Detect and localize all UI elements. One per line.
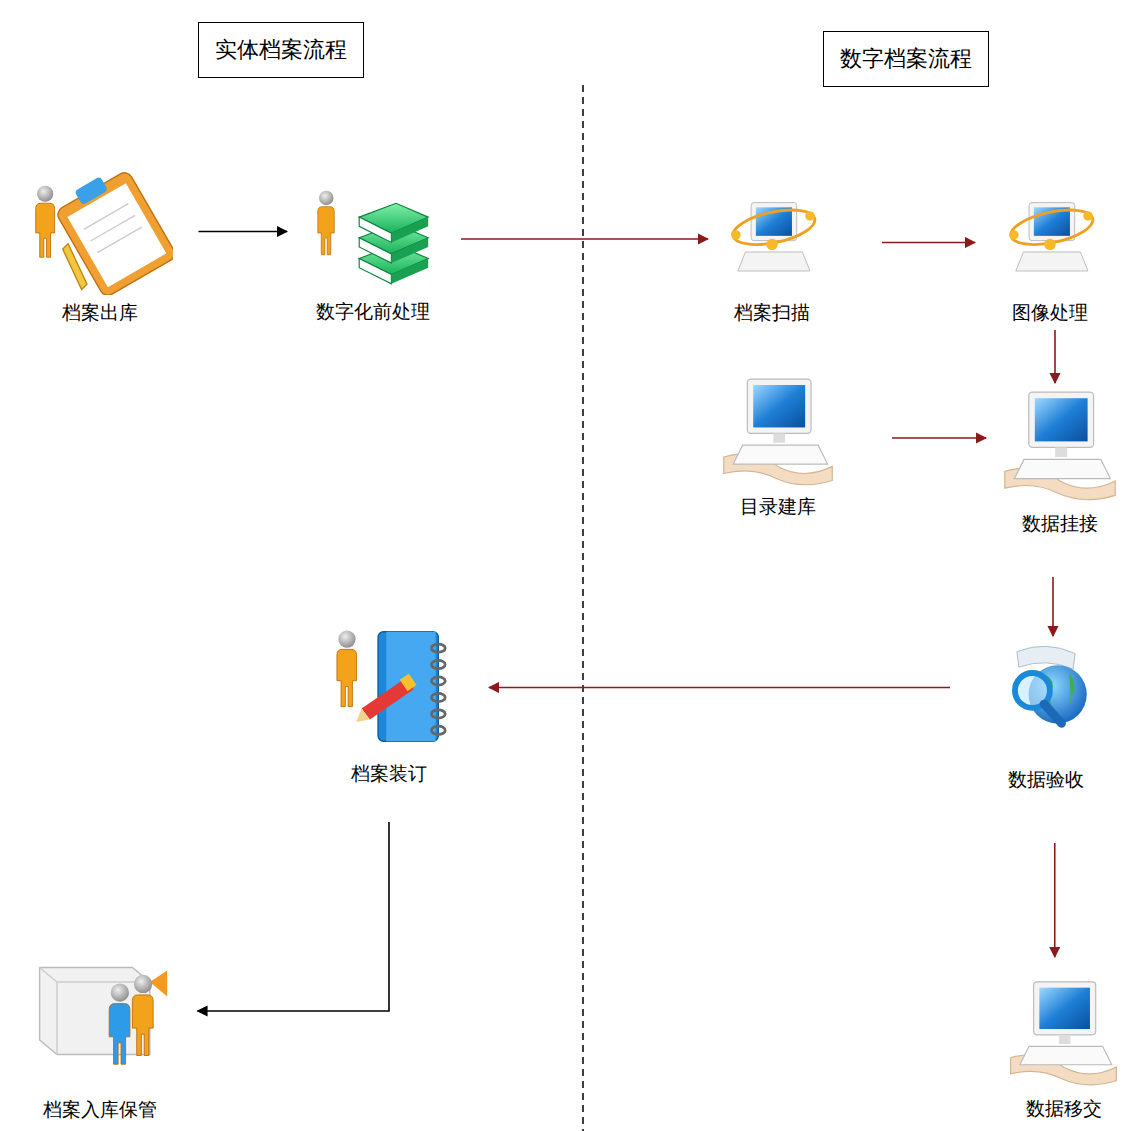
process-icon-node: 档案入库保管 (28, 937, 173, 1123)
step-label: 数据挂接 (1020, 511, 1100, 537)
step-label: 档案出库 (60, 300, 140, 326)
step-label: 数据移交 (1024, 1096, 1104, 1122)
pc-icon (712, 195, 832, 290)
flow-title: 实体档案流程 (215, 35, 347, 65)
flow-arrow (461, 238, 708, 240)
mon-icon (996, 385, 1124, 505)
flow-title: 数字档案流程 (840, 44, 972, 74)
flow-arrow (1052, 577, 1054, 636)
globe-icon (990, 640, 1102, 737)
process-icon-node: 数据移交 (986, 975, 1141, 1122)
mon-icon (704, 372, 852, 490)
pc-icon (990, 195, 1110, 290)
step-label: 档案入库保管 (41, 1097, 159, 1123)
step-label: 档案扫描 (732, 300, 812, 326)
flow-title-box: 实体档案流程 (198, 22, 364, 78)
process-icon-node: 档案装订 (293, 618, 485, 787)
flow-title-box: 数字档案流程 (823, 31, 989, 87)
divider-line (582, 85, 584, 1131)
flow-arrow (1054, 843, 1056, 957)
process-icon-node: 档案扫描 (712, 195, 832, 326)
process-icon-node: 数字化前处理 (289, 178, 457, 325)
clip-icon (28, 160, 173, 295)
mon-icon (986, 975, 1141, 1090)
step-label: 数据验收 (1006, 767, 1086, 793)
note-icon (293, 618, 485, 755)
process-icon-node: 目录建库 (704, 372, 852, 520)
flow-arrow (882, 242, 975, 244)
process-icon-node: 数据验收 (990, 640, 1102, 793)
process-icon-node: 数据挂接 (996, 385, 1124, 537)
flow-arrow (1054, 330, 1056, 383)
process-icon-node: 图像处理 (990, 195, 1110, 326)
books-icon (289, 178, 457, 293)
flow-arrow (489, 687, 950, 689)
flow-arrow (892, 437, 986, 439)
step-label: 档案装订 (349, 761, 429, 787)
step-label: 目录建库 (738, 494, 818, 520)
step-label: 图像处理 (1010, 300, 1090, 326)
process-icon-node: 档案出库 (28, 160, 173, 326)
step-label: 数字化前处理 (314, 299, 432, 325)
flow-arrow (199, 231, 288, 233)
flow-arrow (198, 822, 390, 1011)
box-icon (28, 937, 173, 1085)
